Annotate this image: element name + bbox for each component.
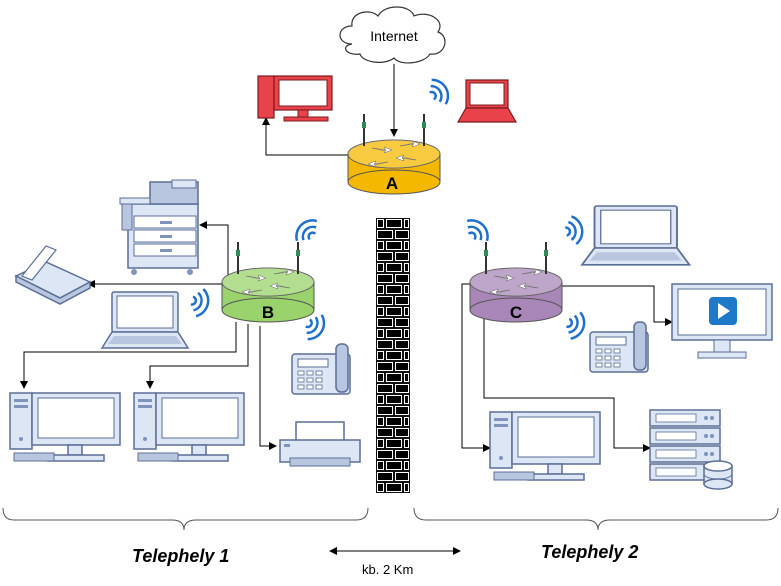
ip-phone-icon — [291, 343, 351, 395]
laptop-icon — [456, 79, 518, 123]
cloud-icon — [339, 6, 446, 64]
router-c-label: C — [510, 303, 522, 322]
desktop-computer-red — [257, 75, 333, 122]
laptop-icon — [581, 205, 691, 266]
wifi-signal-icon — [562, 213, 586, 247]
cloud-label: Internet — [370, 28, 418, 44]
laptop-site1 — [101, 291, 189, 349]
laptop-red — [456, 79, 518, 123]
laptop-icon — [101, 291, 189, 349]
wifi-signal-icon — [460, 213, 495, 248]
scanner — [14, 245, 92, 305]
router-a-label: A — [386, 174, 398, 193]
desktop-computer-icon — [257, 75, 333, 122]
video-monitor-icon — [671, 283, 773, 359]
site-2-label: Telephely 2 — [541, 542, 639, 562]
site-1-brace — [2, 507, 369, 531]
site-1-label: Telephely 1 — [132, 546, 230, 566]
ip-phone-site2 — [589, 321, 649, 373]
router-b-label: B — [262, 303, 274, 322]
ip-phone-site1 — [291, 343, 351, 395]
desktop-computer-icon — [9, 392, 121, 462]
desktop-computer-1 — [9, 392, 121, 462]
wifi-signal-icon — [187, 285, 213, 320]
desktop-computer-2 — [133, 392, 245, 462]
internet-cloud: Internet — [339, 6, 446, 64]
server-rack — [649, 409, 733, 490]
distance-label: kb. 2 Km — [362, 562, 414, 577]
firewall-wall-icon — [376, 218, 410, 493]
multifunction-printer — [119, 179, 199, 275]
scanner-icon — [14, 245, 92, 305]
wifi-signal-icon — [561, 308, 590, 343]
database-cylinder — [703, 460, 733, 490]
connection-lines — [20, 64, 673, 555]
firewall-wall — [376, 218, 410, 493]
video-monitor — [671, 283, 773, 359]
server-rack-icon — [649, 409, 733, 490]
wifi-signal-icon — [289, 213, 324, 248]
multifunction-printer-icon — [119, 179, 199, 275]
printer-icon — [279, 421, 361, 467]
desktop-computer-3 — [489, 411, 601, 481]
printer — [279, 421, 361, 467]
site-2-brace — [413, 507, 779, 531]
ip-phone-icon — [589, 321, 649, 373]
desktop-computer-icon — [133, 392, 245, 462]
desktop-computer-icon — [489, 411, 601, 481]
wifi-signal-icon — [423, 74, 455, 110]
laptop-site2 — [581, 205, 691, 266]
